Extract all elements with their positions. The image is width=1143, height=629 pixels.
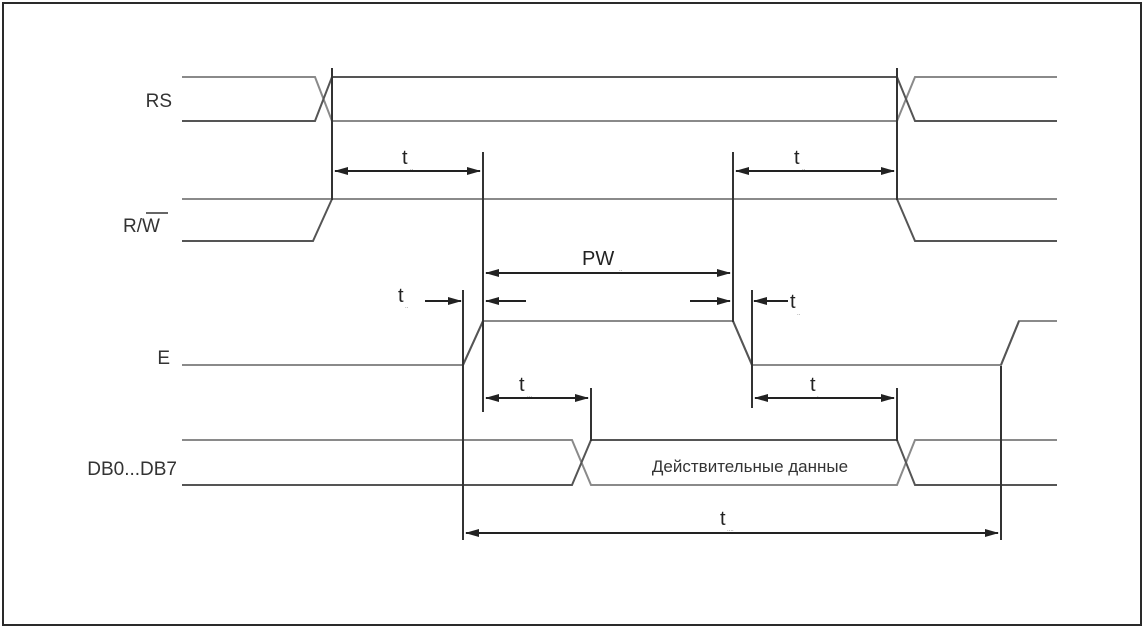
t-ef-symbol: t (790, 291, 796, 313)
pw-eh-symbol: PW (582, 248, 614, 270)
waveform-db (182, 439, 1057, 486)
t-as-symbol: t (402, 147, 408, 169)
waveform-rs (182, 76, 1057, 122)
signal-label-db: DB0...DB7 (87, 459, 177, 480)
timing-t-h: t . (754, 374, 895, 402)
data-valid-label: Действительные данные (652, 457, 848, 476)
t-ef-subscript: .. (797, 311, 801, 317)
timing-t-ddr: t ... (485, 374, 589, 402)
t-h-symbol: t (810, 374, 816, 396)
t-ah-subscript: .. (802, 166, 806, 172)
timing-pw-eh: PW .. (485, 248, 731, 305)
t-er-symbol: t (398, 285, 404, 307)
signal-label-rs: RS (146, 91, 172, 112)
timing-t-as: t .. (334, 147, 481, 175)
svg-text:R/W: R/W (123, 216, 160, 237)
reference-markers (331, 68, 1002, 540)
t-cycle-symbol: t (720, 508, 726, 530)
t-er-subscript: .. (405, 304, 409, 310)
signal-label-e: E (157, 348, 170, 369)
timing-t-ah: t .. (735, 147, 895, 175)
signal-label-rw: R/W (123, 212, 168, 237)
waveform-e (182, 320, 1057, 366)
t-ddr-subscript: ... (527, 393, 532, 399)
t-ddr-symbol: t (519, 374, 525, 396)
rw-label-overlined: W (142, 216, 160, 237)
pw-eh-subscript: .. (619, 267, 623, 273)
t-cycle-subscript: .... (727, 527, 734, 533)
waveform-rw (182, 198, 1057, 242)
t-h-subscript: . (817, 393, 819, 399)
t-as-subscript: .. (410, 166, 414, 172)
t-ah-symbol: t (794, 147, 800, 169)
timing-t-ef: t .. (753, 291, 801, 317)
timing-t-er: t .. (398, 285, 462, 310)
timing-t-cycle: t .... (465, 508, 999, 537)
rw-label-main: R/ (123, 216, 143, 237)
